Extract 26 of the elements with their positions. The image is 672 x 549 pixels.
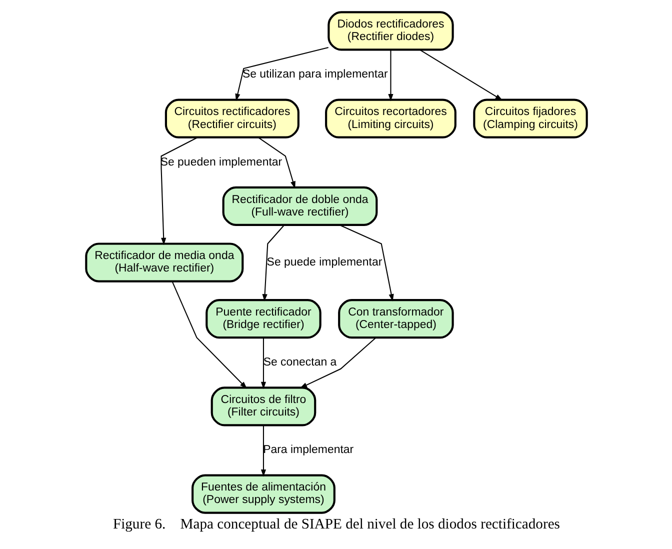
caption: Figure 6. Mapa conceptual de SIAPE del nivel de los diodos rectificadores <box>112 516 560 533</box>
arrow <box>262 224 284 302</box>
arrow <box>171 281 247 389</box>
node-box: Rectificador de doble onda (Full-wave rectifier) <box>222 186 378 226</box>
node-box: Circuitos rectificadores (Rectifier circuits) <box>164 98 299 138</box>
node-box: Circuitos recortadores (Limiting circuits) <box>324 98 456 138</box>
edge-label: Se utilizan para implementar <box>242 68 388 81</box>
node-box: Diodos rectificadores (Rectifier diodes) <box>327 11 454 51</box>
edge-label: Se conectan a <box>262 356 336 369</box>
node-box: Circuitos de filtro (Filter circuits) <box>210 386 316 426</box>
edge-label: Para implementar <box>262 444 354 456</box>
arrow <box>234 46 328 102</box>
edge-label: Se puede implementar <box>266 256 382 268</box>
arrow <box>388 50 393 102</box>
node-box: Rectificador de media onda (Half-wave rectifier) <box>84 242 244 282</box>
node-box: Con transformador (Center-tapped) <box>338 299 454 339</box>
arrow <box>260 426 266 477</box>
arrow <box>160 136 198 246</box>
arrow <box>339 224 394 302</box>
node-box: Puente rectificador (Bridge rectifier) <box>205 299 321 339</box>
node-box: Circuitos fijadores (Clamping circuits) <box>472 98 588 138</box>
arrow <box>257 137 295 189</box>
arrow <box>419 49 502 100</box>
node-box: Fuentes de alimentación (Power supply systems) <box>191 474 335 514</box>
arrow <box>260 338 266 390</box>
arrow <box>299 337 376 388</box>
